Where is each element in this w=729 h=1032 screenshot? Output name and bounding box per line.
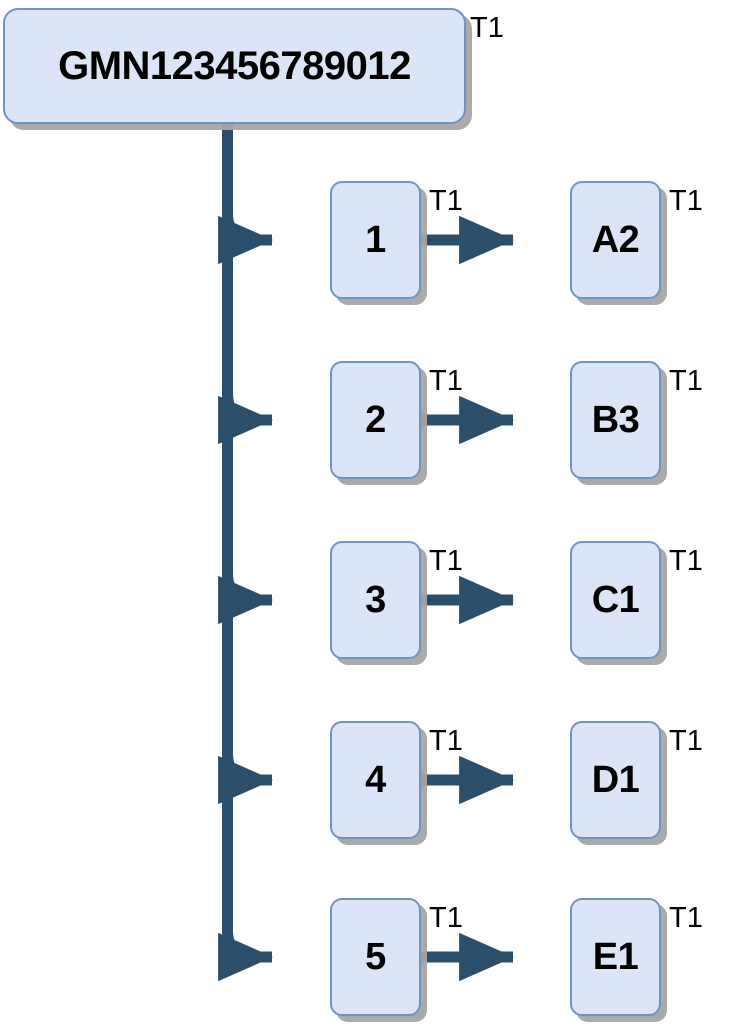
tag-root: T1 [470,12,504,44]
node-leaf-3[interactable]: C1 [570,541,661,659]
node-leaf-4[interactable]: D1 [570,721,661,839]
tag-leaf-5: T1 [669,902,703,934]
tag-mid-5: T1 [429,902,463,934]
node-mid-2-label: 2 [365,399,386,441]
node-root[interactable]: GMN123456789012 [3,8,466,124]
node-mid-5[interactable]: 5 [330,898,421,1016]
node-root-label: GMN123456789012 [58,44,411,88]
node-mid-1-label: 1 [365,219,386,261]
tag-leaf-1: T1 [669,185,703,217]
node-leaf-3-label: C1 [591,579,640,621]
node-leaf-5-label: E1 [592,936,639,978]
tag-leaf-3: T1 [669,545,703,577]
trunk-line [218,120,274,982]
tag-mid-2: T1 [429,365,463,397]
node-mid-2[interactable]: 2 [330,361,421,479]
node-leaf-1[interactable]: A2 [570,181,661,299]
node-leaf-4-label: D1 [591,759,640,801]
node-mid-4-label: 4 [365,759,386,801]
branch-edge-4 [218,752,274,805]
branch-edge-1 [218,212,274,265]
branch-edge-2 [218,392,274,445]
node-mid-5-label: 5 [365,936,386,978]
tag-leaf-2: T1 [669,365,703,397]
tag-mid-1: T1 [429,185,463,217]
node-mid-3[interactable]: 3 [330,541,421,659]
tag-mid-3: T1 [429,545,463,577]
branch-edge-3 [218,572,274,625]
tag-leaf-4: T1 [669,725,703,757]
tag-mid-4: T1 [429,725,463,757]
node-mid-3-label: 3 [365,579,386,621]
node-leaf-2[interactable]: B3 [570,361,661,479]
node-mid-1[interactable]: 1 [330,181,421,299]
node-leaf-5[interactable]: E1 [570,898,661,1016]
node-leaf-1-label: A2 [591,219,640,261]
node-mid-4[interactable]: 4 [330,721,421,839]
node-leaf-2-label: B3 [591,399,640,441]
